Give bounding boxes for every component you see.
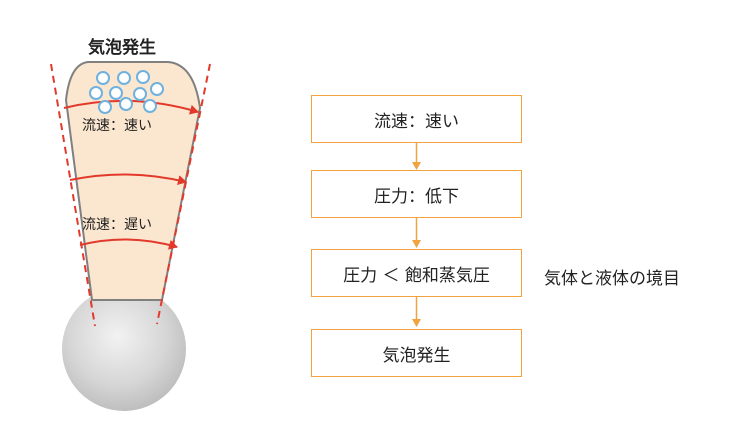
bubble <box>109 86 123 100</box>
bubble <box>119 97 133 111</box>
connector-arrowhead <box>412 240 421 248</box>
base-sphere <box>62 287 186 411</box>
flow-box-pressure-vs-vapor: 圧力 ＜ 飽和蒸気圧 <box>311 249 522 297</box>
gas-liquid-boundary-note: 気体と液体の境目 <box>544 268 680 289</box>
bubble <box>143 99 157 113</box>
flow-box-pressure-drop: 圧力：低下 <box>311 170 522 218</box>
guide-line-left <box>50 63 96 327</box>
connector-arrowhead <box>412 319 421 327</box>
bubble <box>89 86 103 100</box>
flow-arrow-3 <box>79 238 178 250</box>
flow-connectors <box>412 143 421 327</box>
flow-box-bubble-generation: 気泡発生 <box>311 329 522 377</box>
bubble <box>98 100 112 114</box>
bubble <box>136 70 150 84</box>
flow-box-velocity-fast: 流速：速い <box>311 95 522 143</box>
connector-arrowhead <box>412 162 421 170</box>
bubble-title: 気泡発生 <box>88 38 156 58</box>
velocity-fast-label: 流速：速い <box>82 118 152 134</box>
flow-arrow-2 <box>69 173 187 185</box>
bubble <box>96 71 110 85</box>
bubble <box>133 87 147 101</box>
velocity-slow-label: 流速：遅い <box>82 217 152 233</box>
bubble-cluster <box>89 70 164 114</box>
bubble <box>117 71 131 85</box>
guide-line-right <box>156 63 211 325</box>
bubble <box>150 82 164 96</box>
